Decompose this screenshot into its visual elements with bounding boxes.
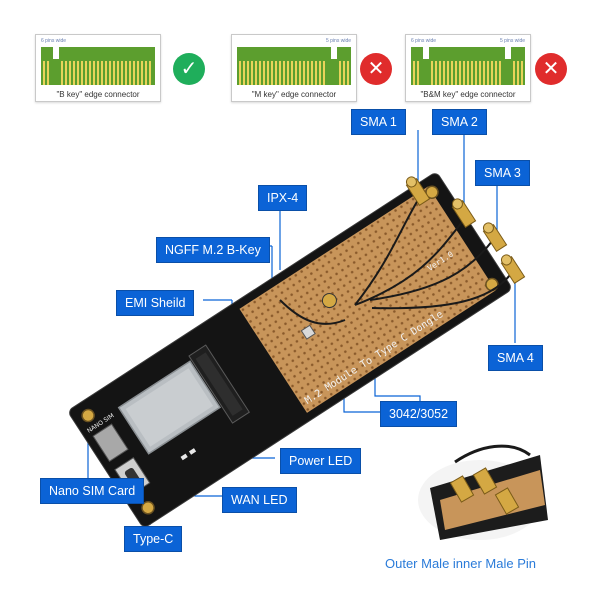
sma4-label: SMA 4 bbox=[488, 345, 543, 371]
b-key-connector-card: 6 pins wide "B key" edge connector bbox=[35, 34, 161, 102]
sma-connectors bbox=[405, 176, 526, 285]
pins-width-label: 6 pins wide bbox=[41, 38, 67, 44]
b-key-caption: "B key" edge connector bbox=[56, 90, 140, 99]
nano-sim-label: Nano SIM Card bbox=[40, 478, 145, 504]
pins-width-label: 5 pins wide bbox=[325, 38, 351, 44]
sma2-label: SMA 2 bbox=[432, 109, 487, 135]
sma3-label: SMA 3 bbox=[475, 160, 530, 186]
m-key-caption: "M key" edge connector bbox=[251, 90, 337, 99]
bm-key-caption: "B&M key" edge connector bbox=[420, 90, 516, 99]
bm-key-connector-card: 6 pins wide 5 pins wide "B&M key" edge c… bbox=[405, 34, 531, 102]
wan-led-label: WAN LED bbox=[222, 487, 297, 513]
bottom-caption: Outer Male inner Male Pin bbox=[385, 556, 537, 571]
hole-size-label: 3042/3052 bbox=[380, 401, 458, 427]
pins-width-label-right: 5 pins wide bbox=[499, 38, 525, 44]
power-led-label: Power LED bbox=[280, 448, 362, 474]
m-key-connector-card: 5 pins wide "M key" edge connector bbox=[231, 34, 357, 102]
b-key-edge-connector-image bbox=[41, 47, 155, 85]
type-c-label: Type-C bbox=[124, 526, 183, 552]
cross-icon: ✕ bbox=[535, 53, 567, 85]
bm-key-edge-connector-image bbox=[411, 47, 525, 85]
sma1-label: SMA 1 bbox=[351, 109, 406, 135]
ipx4-label: IPX-4 bbox=[258, 185, 308, 211]
m-key-edge-connector-image bbox=[237, 47, 351, 85]
cross-icon: ✕ bbox=[360, 53, 392, 85]
antenna-cables bbox=[279, 199, 511, 325]
emi-shield-label: EMI Sheild bbox=[116, 290, 195, 316]
sma-closeup-image bbox=[418, 444, 548, 540]
check-icon: ✓ bbox=[173, 53, 205, 85]
pins-width-label-left: 6 pins wide bbox=[411, 38, 437, 44]
ngff-label: NGFF M.2 B-Key bbox=[156, 237, 270, 263]
